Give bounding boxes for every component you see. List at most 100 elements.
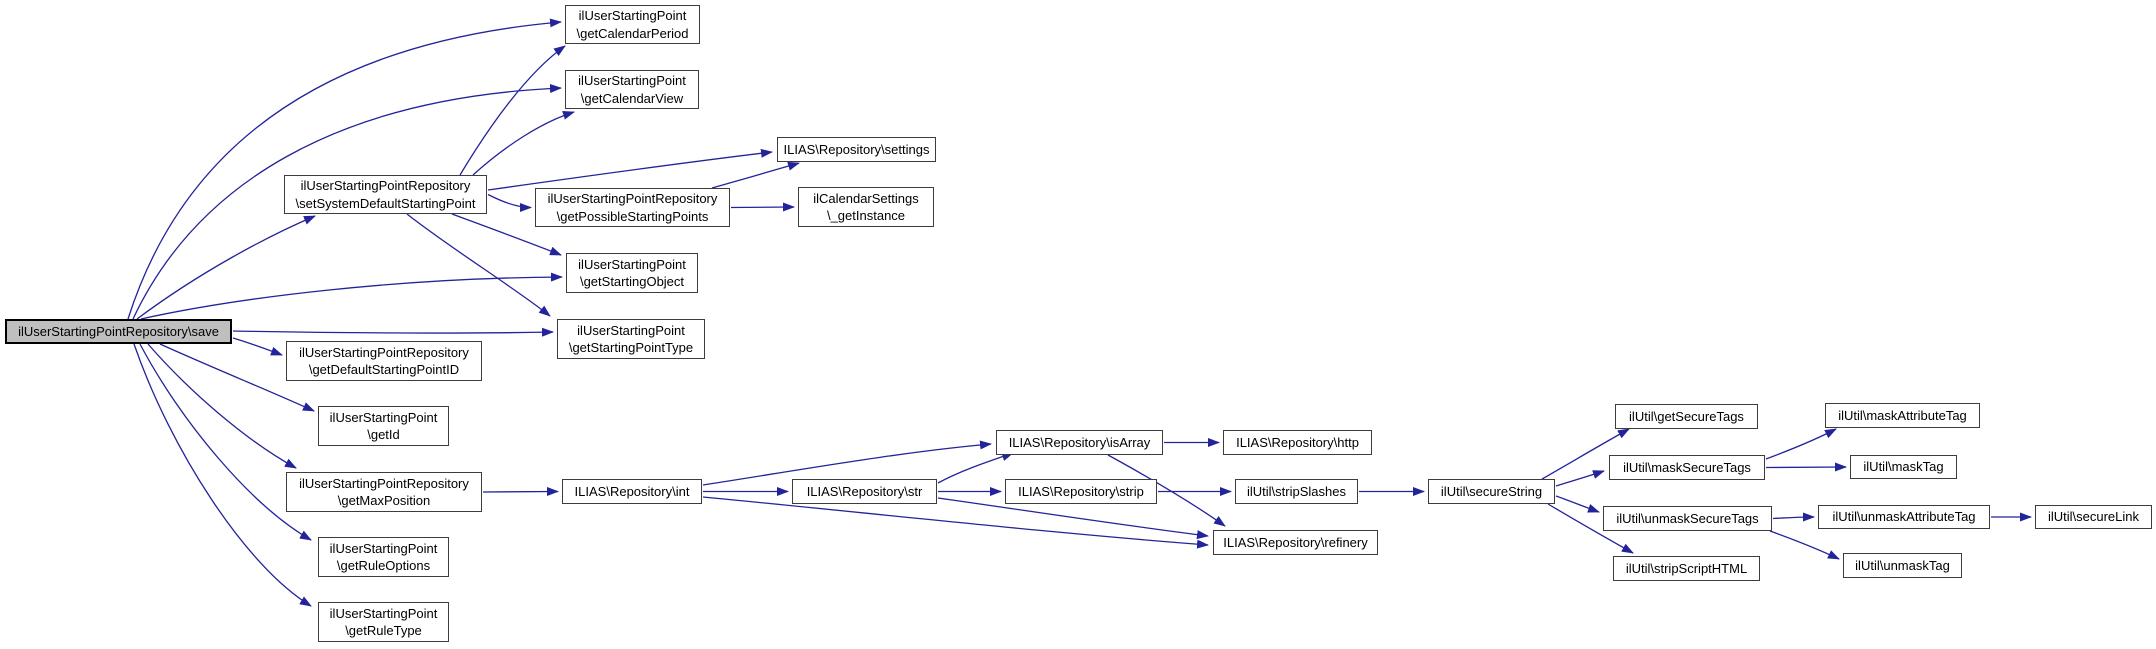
edge-save-to-calendar-period (127, 18, 562, 320)
node-label: ilUserStartingPoint (578, 73, 686, 89)
node-starting-point-type[interactable]: ilUserStartingPoint\getStartingPointType (557, 319, 705, 359)
node-label: ILIAS\Repository\int (574, 483, 690, 499)
node-calendar-period[interactable]: ilUserStartingPoint\getCalendarPeriod (565, 5, 700, 44)
edge-secure-string-to-mask-secure-tags (1555, 470, 1605, 487)
node-label: ilUtil\maskTag (1863, 459, 1944, 475)
node-label: ilUserStartingPoint (578, 256, 686, 272)
node-label: \getPossibleStartingPoints (556, 208, 709, 224)
node-mask-tag[interactable]: ilUtil\maskTag (1850, 455, 1957, 479)
node-label: \getCalendarView (580, 90, 684, 106)
node-default-starting-point-id[interactable]: ilUserStartingPointRepository \getDefault… (286, 341, 482, 381)
edge-set-system-default-starting-point-to-settings (487, 148, 773, 191)
node-max-position[interactable]: ilUserStartingPointRepository \getMaxPosi… (286, 472, 482, 512)
edge-max-position-to-repo-int (482, 487, 559, 497)
node-get-secure-tags[interactable]: ilUtil\getSecureTags (1615, 404, 1758, 429)
node-strip[interactable]: ILIAS\Repository\strip (1005, 479, 1157, 504)
edge-save-to-default-starting-point-id (232, 337, 283, 356)
edge-secure-string-to-strip-script-html (1547, 503, 1634, 554)
node-label: ilUtil\secureLink (2047, 509, 2140, 525)
edge-possible-starting-points-to-calendar-settings-get-instance (730, 202, 795, 212)
node-label: ilCalendarSettings (813, 190, 919, 206)
edge-repo-str-to-refinery (937, 497, 1209, 540)
node-label: ilUserStartingPointRepository\save (18, 323, 219, 339)
edge-repo-int-to-refinery (702, 496, 1209, 549)
edge-set-system-default-starting-point-to-possible-starting-points (487, 193, 532, 212)
node-unmask-secure-tags[interactable]: ilUtil\unmaskSecureTags (1603, 506, 1772, 531)
node-possible-starting-points[interactable]: ilUserStartingPointRepository\getPossibl… (535, 188, 730, 227)
edge-set-system-default-starting-point-to-starting-point-type (406, 213, 551, 317)
node-label: ilUserStartingPoint (329, 409, 438, 425)
node-label: \setSystemDefaultStartingPoint (295, 195, 476, 211)
node-label: ilUserStartingPoint (577, 322, 685, 338)
edge-save-to-rule-type (133, 343, 312, 607)
edge-set-system-default-starting-point-to-starting-object (451, 213, 562, 256)
node-label: ilUtil\secureString (1440, 483, 1543, 499)
edge-secure-string-to-unmask-secure-tags (1555, 495, 1600, 513)
node-label: ILIAS\Repository\refinery (1223, 534, 1368, 550)
node-label: ilUtil\maskSecureTags (1623, 459, 1751, 475)
node-settings[interactable]: ILIAS\Repository\settings (777, 137, 936, 162)
node-save: ilUserStartingPointRepository\save (5, 319, 232, 344)
edge-secure-string-to-get-secure-tags (1541, 428, 1630, 480)
node-strip-slashes[interactable]: ilUtil\stripSlashes (1235, 479, 1358, 504)
node-set-system-default-starting-point[interactable]: ilUserStartingPointRepository\setSystemD… (284, 175, 487, 214)
node-label: ILIAS\Repository\settings (783, 141, 930, 157)
edge-save-to-rule-options (139, 343, 312, 541)
node-label: \getRuleOptions (336, 558, 431, 573)
node-label: ILIAS\Repository\isArray (1008, 434, 1151, 450)
edge-unmask-secure-tags-to-unmask-attribute-tag (1772, 512, 1815, 522)
node-http[interactable]: ILIAS\Repository\http (1223, 430, 1372, 455)
edge-save-to-max-position (147, 343, 297, 469)
node-get-id[interactable]: ilUserStartingPoint \getId (318, 406, 449, 446)
edge-save-to-calendar-view (132, 83, 562, 320)
edge-save-to-starting-point-type (232, 327, 554, 337)
node-label: ilUtil\unmaskTag (1855, 557, 1950, 573)
node-mask-secure-tags[interactable]: ilUtil\maskSecureTags (1609, 455, 1765, 480)
node-repo-str[interactable]: ILIAS\Repository\str (792, 479, 937, 504)
node-label: ilUserStartingPoint (578, 8, 687, 24)
node-secure-link[interactable]: ilUtil\secureLink (2035, 505, 2152, 529)
node-label: ilUtil\maskAttributeTag (1838, 407, 1967, 423)
node-label: ilUtil\stripScriptHTML (1625, 560, 1748, 576)
edge-save-to-get-id (159, 343, 315, 412)
node-label: \getRuleType (345, 623, 422, 638)
node-label: ilUtil\getSecureTags (1629, 408, 1744, 424)
edge-repo-str-to-is-array (937, 452, 1014, 484)
node-calendar-view[interactable]: ilUserStartingPoint\getCalendarView (565, 70, 699, 109)
edge-unmask-secure-tags-to-unmask-tag (1769, 530, 1840, 560)
node-label: \getCalendarPeriod (576, 25, 689, 41)
node-label: ilUserStartingPointRepository (547, 191, 718, 207)
node-label: \getMaxPosition (337, 493, 431, 508)
edge-mask-secure-tags-to-mask-attribute-tag (1765, 428, 1837, 460)
node-label: \getDefaultStartingPointID (308, 362, 460, 377)
node-starting-object[interactable]: ilUserStartingPoint \getStartingObject (566, 253, 698, 293)
node-label: ilUserStartingPoint (329, 605, 438, 621)
node-repo-int[interactable]: ILIAS\Repository\int (562, 479, 702, 504)
node-label: ilUtil\stripSlashes (1247, 483, 1346, 499)
node-label: \getId (367, 427, 400, 442)
edge-possible-starting-points-to-settings (711, 161, 800, 189)
node-rule-options[interactable]: ilUserStartingPoint \getRuleOptions (318, 537, 449, 577)
node-calendar-settings-get-instance[interactable]: ilCalendarSettings\_getInstance (798, 187, 934, 227)
node-label: ilUtil\unmaskSecureTags (1616, 510, 1759, 526)
node-refinery[interactable]: ILIAS\Repository\refinery (1213, 530, 1378, 555)
node-unmask-tag[interactable]: ilUtil\unmaskTag (1843, 553, 1962, 578)
node-label: ilUserStartingPointRepository (299, 344, 469, 360)
node-unmask-attribute-tag[interactable]: ilUtil\unmaskAttributeTag (1818, 505, 1990, 529)
edge-set-system-default-starting-point-to-calendar-period (459, 45, 566, 176)
edge-save-to-starting-object (140, 272, 563, 320)
node-mask-attribute-tag[interactable]: ilUtil\maskAttributeTag (1825, 403, 1980, 428)
edge-mask-secure-tags-to-mask-tag (1765, 462, 1847, 472)
node-label: ilUserStartingPointRepository (299, 475, 469, 491)
node-rule-type[interactable]: ilUserStartingPoint \getRuleType (318, 602, 449, 642)
node-label: \getStartingObject (579, 274, 685, 289)
edge-save-to-set-system-default-starting-point (136, 215, 316, 320)
node-secure-string[interactable]: ilUtil\secureString (1428, 479, 1555, 504)
node-is-array[interactable]: ILIAS\Repository\isArray (996, 430, 1163, 455)
node-strip-script-html[interactable]: ilUtil\stripScriptHTML (1613, 556, 1760, 581)
node-label: ILIAS\Repository\strip (1018, 483, 1144, 499)
node-label: ILIAS\Repository\str (806, 483, 923, 499)
node-label: ilUserStartingPoint (329, 540, 438, 556)
